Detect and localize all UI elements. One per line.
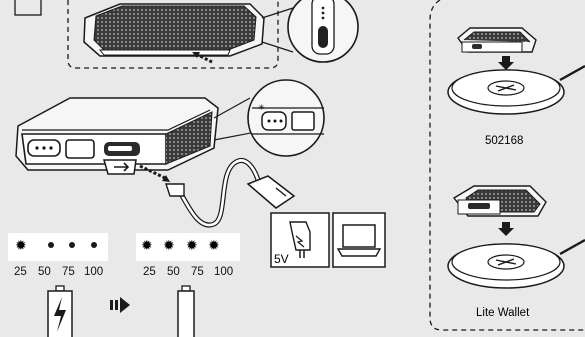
product-caption-lite-wallet: Lite Wallet bbox=[476, 307, 530, 319]
led-panel-before bbox=[8, 233, 108, 261]
power-bank-side-view bbox=[15, 97, 219, 171]
led-indicators-before: ✹ bbox=[15, 238, 97, 254]
led-on-icon: ✹ bbox=[141, 238, 153, 254]
led-off-icon bbox=[48, 242, 54, 248]
svg-text:✳: ✳ bbox=[258, 103, 265, 112]
level-label: 50 bbox=[38, 266, 51, 278]
dashed-inset-right bbox=[429, 0, 585, 331]
device-top-view bbox=[83, 3, 265, 57]
level-label: 50 bbox=[167, 266, 180, 278]
usb-a-plug bbox=[246, 175, 296, 209]
adapter-voltage-label: 5V bbox=[274, 252, 289, 266]
level-label: 100 bbox=[214, 266, 233, 278]
lightning-battery-icon bbox=[47, 285, 73, 337]
insert-arrow bbox=[195, 52, 213, 64]
usb-c-plug bbox=[103, 159, 137, 175]
power-bank-502168 bbox=[457, 27, 537, 53]
wireless-charger-pad-icon bbox=[447, 238, 585, 289]
level-label: 75 bbox=[191, 266, 204, 278]
lite-wallet bbox=[452, 185, 547, 217]
level-label: 100 bbox=[84, 266, 103, 278]
progress-arrow-icon bbox=[110, 297, 130, 313]
level-label: 25 bbox=[143, 266, 156, 278]
full-battery-icon bbox=[177, 285, 195, 337]
down-arrow-icon bbox=[498, 222, 514, 236]
led-on-icon: ✹ bbox=[208, 238, 220, 254]
led-off-icon bbox=[91, 242, 97, 248]
led-indicators-after: ✹ ✹ ✹ ✹ bbox=[141, 238, 220, 254]
led-panel-after bbox=[136, 233, 240, 261]
product-caption-502168: 502168 bbox=[485, 135, 523, 147]
led-off-icon bbox=[69, 242, 75, 248]
wall-adapter-icon bbox=[270, 212, 330, 268]
level-label: 25 bbox=[14, 266, 27, 278]
led-on-icon: ✹ bbox=[186, 238, 198, 254]
wireless-charger-pad-icon bbox=[447, 64, 585, 115]
down-arrow-icon bbox=[498, 56, 514, 70]
laptop-icon bbox=[332, 212, 386, 268]
led-on-icon: ✹ bbox=[15, 238, 27, 254]
level-label: 75 bbox=[62, 266, 75, 278]
led-on-icon: ✹ bbox=[163, 238, 175, 254]
corner-frame bbox=[14, 0, 42, 16]
